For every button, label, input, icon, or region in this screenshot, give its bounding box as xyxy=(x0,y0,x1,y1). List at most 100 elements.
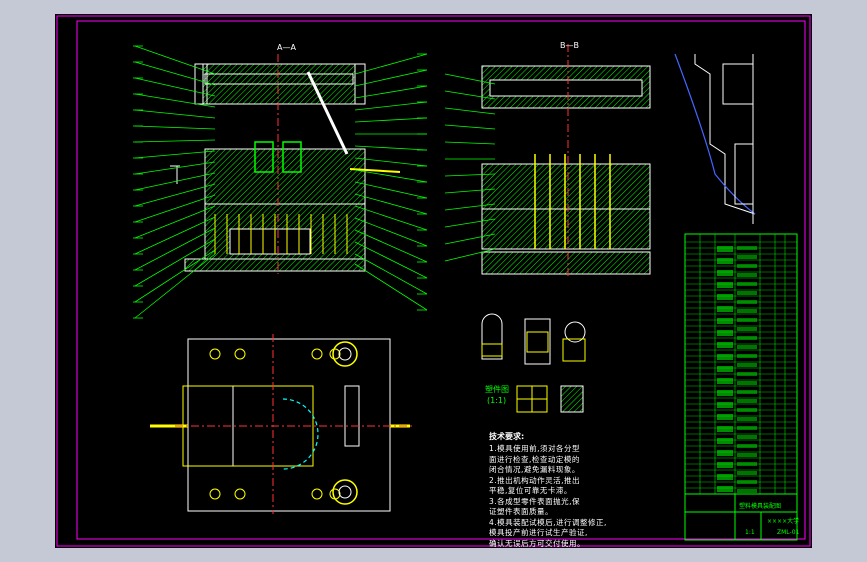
bom-text xyxy=(737,417,757,421)
requirement-line: 确认无误后方可交付使用。 xyxy=(489,538,585,548)
bom-text xyxy=(717,366,733,372)
bom-text xyxy=(717,270,733,276)
side-slot xyxy=(344,385,360,447)
bom-text xyxy=(737,291,757,295)
bom-text xyxy=(717,462,733,468)
leader-line xyxy=(134,161,216,175)
requirement-line: 2.推出机构动作灵活,推出 xyxy=(489,475,581,485)
leader-line xyxy=(134,61,216,86)
bom-text xyxy=(737,453,757,457)
bom-text xyxy=(737,444,757,448)
spring-screw xyxy=(349,168,401,173)
bom-text xyxy=(737,336,757,340)
bom-text xyxy=(737,399,757,403)
leader-line xyxy=(354,101,428,111)
leader-line xyxy=(444,248,496,262)
leader-line xyxy=(444,173,496,177)
bom-text xyxy=(717,318,733,324)
leader-line xyxy=(444,73,496,85)
leader-line xyxy=(354,53,428,75)
leader-line xyxy=(134,77,216,97)
leader-line xyxy=(354,217,428,247)
bom-text xyxy=(717,390,733,396)
guide-bush-inner xyxy=(338,347,352,361)
leader-line xyxy=(134,253,216,319)
side-plate xyxy=(194,63,208,105)
bom-text xyxy=(737,309,757,313)
bom-text xyxy=(737,345,757,349)
part-label: 塑件图 xyxy=(485,385,509,394)
leader-line xyxy=(444,107,496,115)
part-front xyxy=(481,313,503,360)
requirement-line: 3.各成型零件表面抛光,保 xyxy=(489,496,581,506)
bom-text xyxy=(717,450,733,456)
angle-pin xyxy=(306,71,349,155)
leader-line xyxy=(444,233,496,245)
bom-text xyxy=(737,246,757,250)
bom-text xyxy=(737,408,757,412)
cavity-outline xyxy=(282,398,319,470)
insert xyxy=(254,141,274,173)
leader-line xyxy=(444,90,496,100)
screw-hole xyxy=(209,488,221,500)
leader-line xyxy=(134,216,216,255)
leader-line xyxy=(134,109,216,119)
bom-text xyxy=(717,246,733,252)
leader-line xyxy=(134,45,216,75)
bom-text xyxy=(737,282,757,286)
leader-line xyxy=(444,203,496,211)
title-block-company: ××××大学 xyxy=(767,518,800,525)
leader-line xyxy=(134,183,216,207)
leader-line xyxy=(354,193,428,215)
screw-hole xyxy=(311,488,323,500)
bom-text xyxy=(737,273,757,277)
bom-text xyxy=(737,363,757,367)
leader-line xyxy=(134,249,216,303)
section-a-label: A—A xyxy=(277,43,296,52)
bom-text xyxy=(737,327,757,331)
requirement-line: 闭合情况,避免漏料现象。 xyxy=(489,465,580,474)
screw-hole xyxy=(329,348,341,360)
moving-half-plan xyxy=(187,338,391,512)
requirement-line: 4.模具装配试模后,进行调整修正, xyxy=(489,517,607,527)
leader-line xyxy=(134,139,216,143)
leader-line xyxy=(444,218,496,228)
leader-line xyxy=(354,263,428,311)
bottom-plate-b xyxy=(481,251,651,275)
requirement-line: 模具投产前进行试生产验证, xyxy=(489,528,588,537)
requirement-line: 平稳,复位可靠无卡滞。 xyxy=(489,486,572,495)
requirement-line: 面进行检查,检查动定模的 xyxy=(489,454,580,464)
leader-line xyxy=(354,69,428,87)
drawing-sheet: A—A B—B 塑件图 (1:1) 技术要求: 1.模具使用前,须对各分型面进行… xyxy=(55,14,812,548)
requirement-line: 证塑件表面质量。 xyxy=(489,507,553,516)
leader-line xyxy=(134,194,216,223)
leader-line xyxy=(354,85,428,99)
detail-block xyxy=(722,63,754,105)
detail-outline xyxy=(694,54,756,215)
part-front-detail xyxy=(481,343,503,357)
bom-text xyxy=(717,354,733,360)
outer-frame xyxy=(56,15,811,547)
inner-frame xyxy=(76,20,806,540)
bom-text xyxy=(717,342,733,348)
title-block-scale: 1:1 xyxy=(745,529,755,536)
guide-bush-inner xyxy=(338,485,352,499)
bom-text xyxy=(717,282,733,288)
part-side xyxy=(524,318,551,365)
core-plate-b xyxy=(481,208,651,250)
bom-text xyxy=(737,435,757,439)
title-block-drawing-no: ZML-01 xyxy=(777,529,800,536)
bom-text xyxy=(737,372,757,376)
bom-text xyxy=(737,255,757,259)
bom-text xyxy=(717,426,733,432)
part-side-detail xyxy=(526,331,549,353)
leader-line xyxy=(354,241,428,279)
leader-line xyxy=(444,141,496,145)
bom-text xyxy=(737,462,757,466)
part-scale-label: (1:1) xyxy=(487,396,507,405)
title-block-title: 塑料模具装配图 xyxy=(739,503,782,510)
leader-line xyxy=(354,253,428,295)
bom-text xyxy=(717,258,733,264)
bom-text xyxy=(737,426,757,430)
title-block xyxy=(684,493,798,541)
